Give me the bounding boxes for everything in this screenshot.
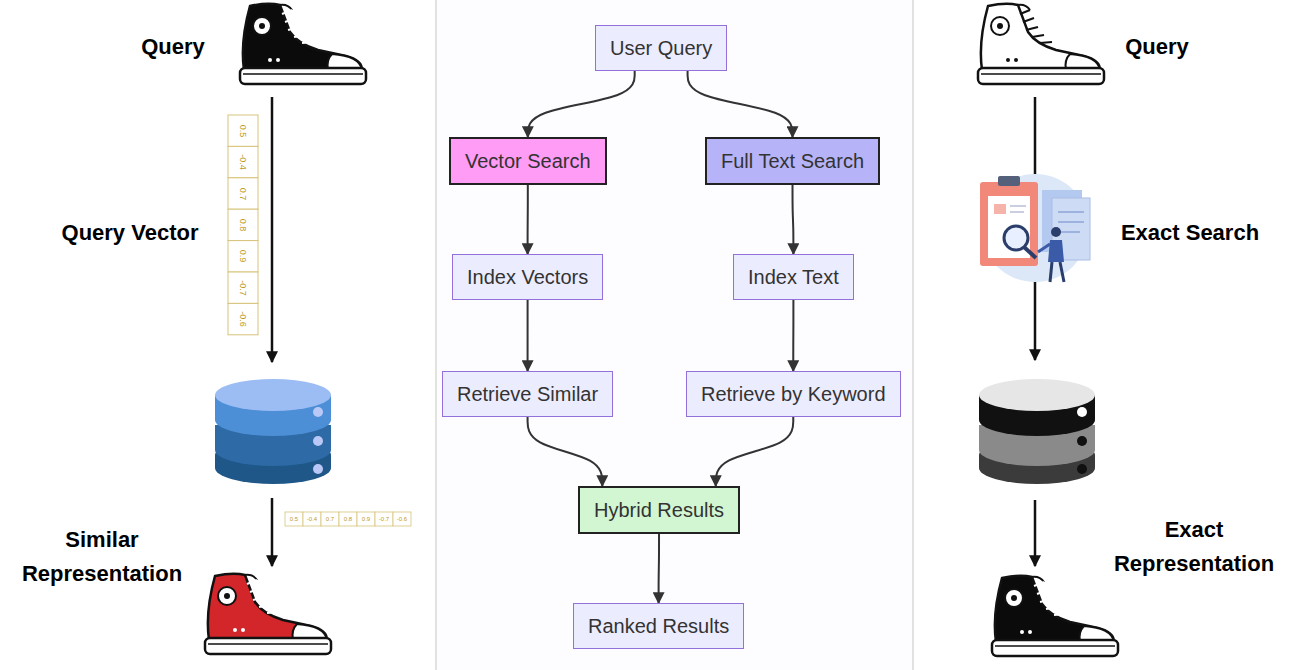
node-text: Index Vectors xyxy=(467,265,588,289)
process-box: Retrieve Similar xyxy=(442,371,613,417)
vector-value: -0.6 xyxy=(393,516,411,523)
merge-box: Hybrid Results xyxy=(578,486,740,534)
vector-value: 0.9 xyxy=(238,236,248,276)
node-text: Vector Search xyxy=(465,149,591,173)
node-text: User Query xyxy=(610,36,712,60)
flow-connector xyxy=(528,417,603,486)
flow-connector xyxy=(792,185,795,254)
node-text: Hybrid Results xyxy=(594,498,724,522)
exact-database xyxy=(979,379,1095,484)
panel-divider xyxy=(435,0,437,670)
flow-connector xyxy=(528,71,635,137)
center-panel xyxy=(436,0,913,670)
vector-value: -0.6 xyxy=(238,299,248,339)
panel-label: Exact Representation xyxy=(1108,513,1280,581)
vector-value: -0.4 xyxy=(238,142,248,182)
start-box: User Query xyxy=(595,25,727,71)
node-text: Retrieve Similar xyxy=(457,382,598,406)
vector-database xyxy=(215,379,331,484)
flow-connector xyxy=(527,300,529,371)
vector-value: -0.7 xyxy=(238,268,248,308)
vector-value: -0.7 xyxy=(375,516,393,523)
node-text: Index Text xyxy=(748,265,839,289)
panel-label: Query xyxy=(1097,30,1217,64)
vector-cells xyxy=(285,512,411,526)
node-text: Full Text Search xyxy=(721,149,864,173)
query-shoe xyxy=(240,4,366,84)
vector-value: 0.7 xyxy=(321,516,339,523)
process-box: Index Text xyxy=(733,254,854,300)
panel-label: Query Vector xyxy=(40,216,220,250)
process-box: Vector Search xyxy=(449,137,607,185)
node-text: Retrieve by Keyword xyxy=(701,382,886,406)
flow-connector xyxy=(716,417,794,486)
process-box: Full Text Search xyxy=(705,137,880,185)
flow-connector xyxy=(792,300,794,371)
panel-label: Query xyxy=(113,30,233,64)
flow-arrow xyxy=(1034,500,1037,566)
process-box: Index Vectors xyxy=(452,254,603,300)
flow-connector xyxy=(527,185,529,254)
vector-value: 0.5 xyxy=(238,111,248,151)
vector-value: 0.8 xyxy=(339,516,357,523)
flow-connector xyxy=(658,534,660,603)
vector-cells xyxy=(228,115,258,335)
flow-connector xyxy=(688,71,793,137)
flow-arrow xyxy=(271,498,274,566)
similar-shoe xyxy=(205,574,331,654)
panel-divider xyxy=(912,0,914,670)
flow-arrow xyxy=(271,97,274,362)
vector-value: 0.5 xyxy=(285,516,303,523)
node-text: Ranked Results xyxy=(588,614,729,638)
vector-value: -0.4 xyxy=(303,516,321,523)
panel-label: Similar Representation xyxy=(12,523,192,591)
panel-label: Exact Search xyxy=(1105,216,1275,250)
process-box: Retrieve by Keyword xyxy=(686,371,901,417)
query-shoe xyxy=(978,4,1104,84)
exact-shoe xyxy=(992,576,1118,656)
vector-value: 0.9 xyxy=(357,516,375,523)
result-box: Ranked Results xyxy=(573,603,744,649)
vector-value: 0.7 xyxy=(238,174,248,214)
vector-value: 0.8 xyxy=(238,205,248,245)
search-illustration xyxy=(980,174,1090,282)
